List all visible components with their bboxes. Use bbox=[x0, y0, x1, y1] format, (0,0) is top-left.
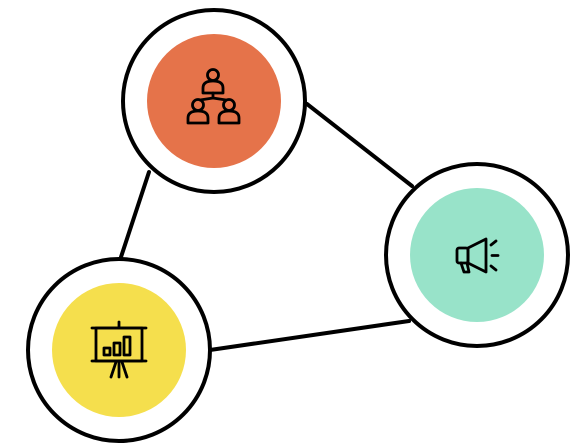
team-hierarchy-icon bbox=[186, 68, 241, 125]
node-presentation bbox=[26, 257, 212, 443]
node-marketing bbox=[384, 162, 570, 348]
presentation-board-icon bbox=[90, 320, 148, 379]
node-team-fill bbox=[147, 34, 281, 168]
edge-presentation-marketing bbox=[208, 319, 411, 352]
node-marketing-fill bbox=[410, 188, 544, 322]
edge-team-marketing bbox=[305, 102, 414, 188]
edge-team-presentation bbox=[119, 170, 151, 259]
connections bbox=[119, 102, 414, 352]
node-team bbox=[121, 8, 307, 194]
megaphone-icon bbox=[455, 237, 500, 274]
